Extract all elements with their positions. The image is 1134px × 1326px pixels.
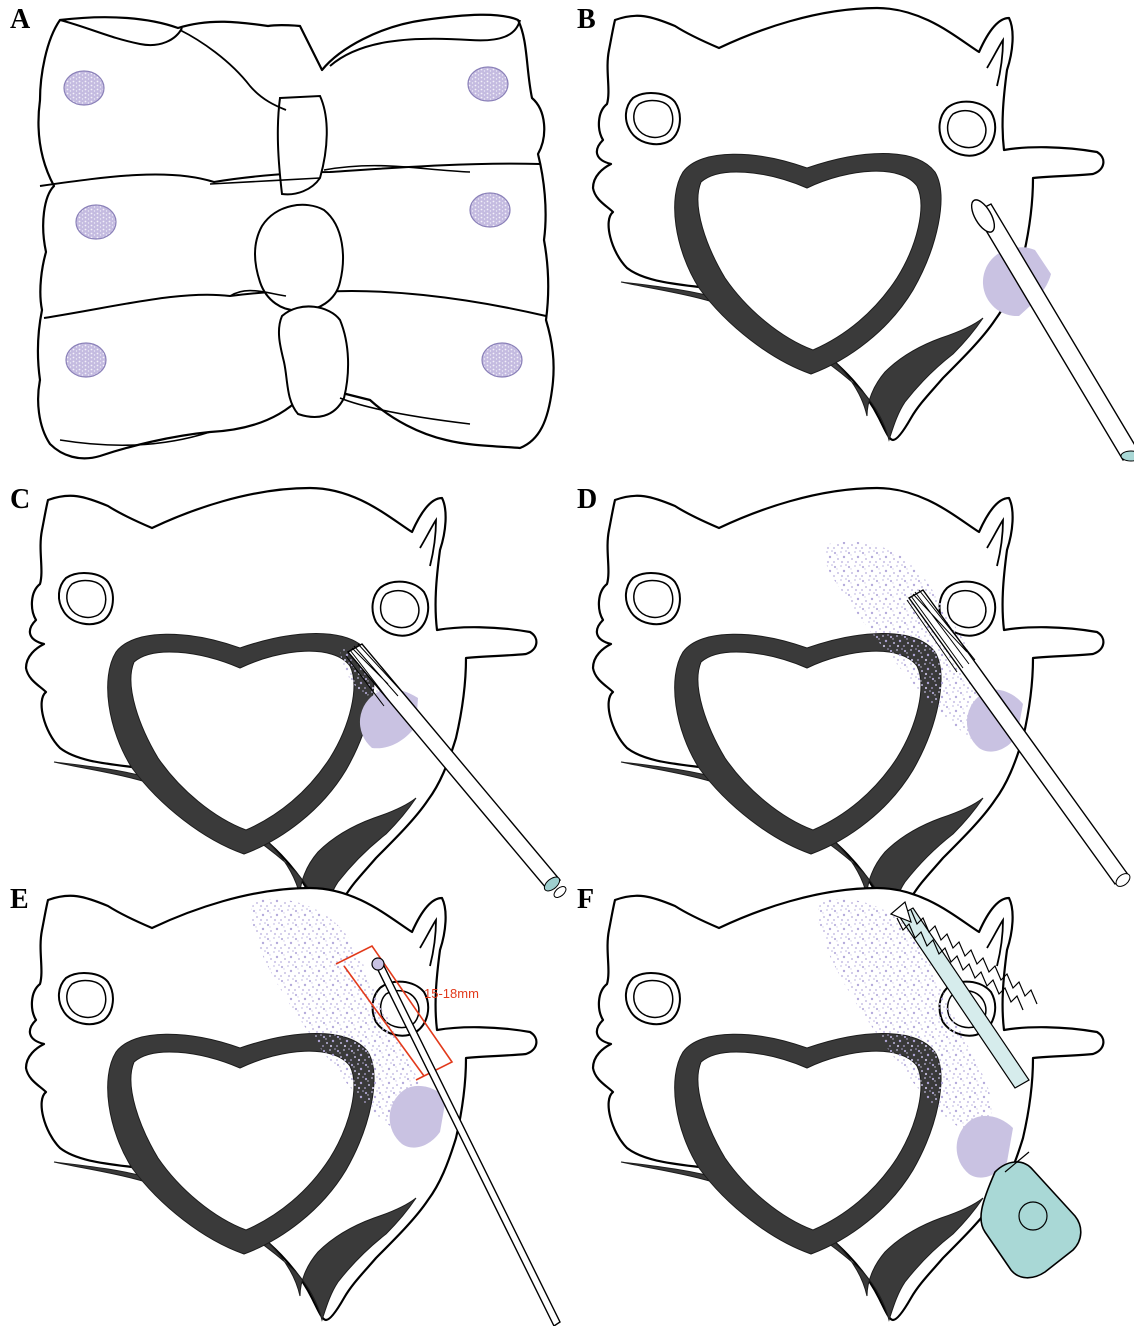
vertebra-axial-drawing: 15-18mm	[0, 880, 567, 1322]
panel-label-a: A	[10, 4, 30, 36]
panel-a: A	[0, 0, 567, 442]
panel-d: D	[567, 480, 1134, 922]
panel-b: B	[567, 0, 1134, 442]
measurement-label: 15-18mm	[424, 986, 479, 1001]
panel-label-e: E	[10, 884, 29, 916]
panel-label-f: F	[577, 884, 594, 916]
vertebra-stack-drawing	[0, 0, 567, 442]
probe-instrument	[967, 196, 1134, 461]
vertebra-axial-drawing	[567, 880, 1134, 1322]
panel-c: C	[0, 480, 567, 922]
vertebra-axial-drawing	[567, 480, 1134, 922]
vertebra-axial-drawing	[567, 0, 1134, 442]
panel-label-d: D	[577, 484, 597, 516]
screw-head	[981, 1162, 1081, 1278]
panel-label-c: C	[10, 484, 30, 516]
panel-e: 15-18mm E	[0, 880, 567, 1322]
panel-f: F	[567, 880, 1134, 1322]
panel-label-b: B	[577, 4, 596, 36]
vertebra-axial-drawing	[0, 480, 567, 922]
